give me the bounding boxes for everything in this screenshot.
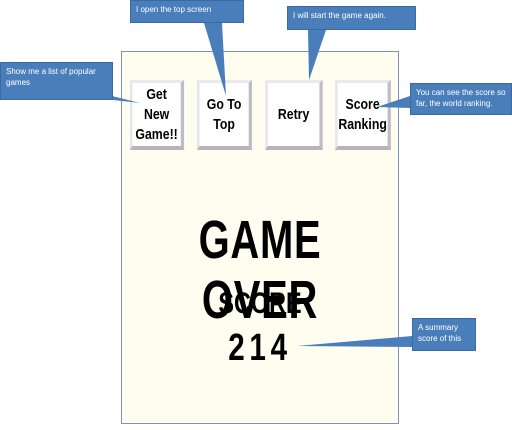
- score-value: 214: [228, 327, 292, 369]
- annotation-ranking: You can see the score so far, the world …: [410, 83, 512, 115]
- go-to-top-button[interactable]: Go To Top: [197, 80, 252, 150]
- callout-arrow-new-game: [108, 95, 140, 103]
- score-label: SCORE: [218, 287, 302, 320]
- retry-button[interactable]: Retry: [265, 80, 323, 150]
- annotation-retry: I will start the game again.: [287, 6, 416, 30]
- annotation-new-game: Show me a list of popular games: [0, 62, 113, 100]
- callout-arrow-ranking: [377, 96, 410, 108]
- annotation-go-top: I open the top screen: [130, 0, 244, 23]
- callout-arrow-score: [297, 336, 412, 347]
- callout-arrow-go-top: [204, 23, 226, 96]
- game-over-title: GAME OVER: [198, 210, 322, 330]
- get-new-game-button[interactable]: Get New Game!!: [129, 80, 185, 150]
- score-ranking-button[interactable]: Score Ranking: [335, 80, 391, 150]
- annotation-score: A summary score of this: [412, 318, 476, 351]
- callout-arrow-retry: [308, 30, 326, 80]
